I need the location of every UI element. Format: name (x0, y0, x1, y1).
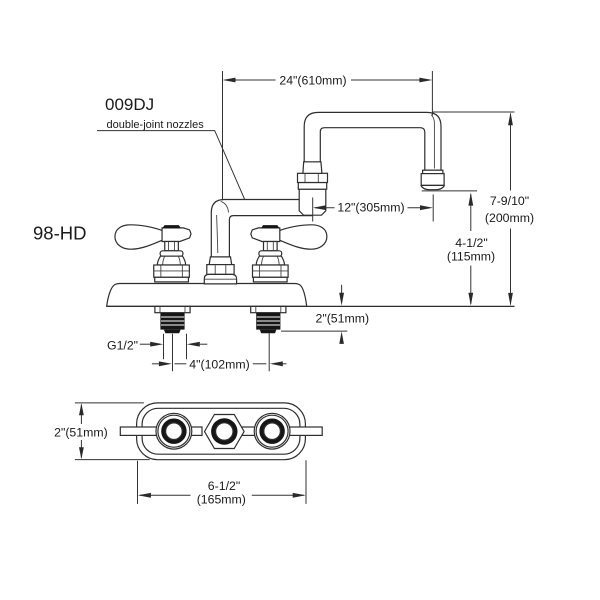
dim-base-width-label: 6-1/2" (208, 479, 240, 493)
dimensions: 24"(610mm) 009DJ double-joint nozzles 98… (33, 71, 534, 506)
bend-inner-line (430, 114, 435, 169)
dim-base-depth-label: 2"(51mm) (54, 426, 108, 440)
dim-base-width: 6-1/2" (165mm) (137, 460, 307, 506)
faucet-body (106, 282, 308, 307)
valve-boss-left (155, 412, 193, 450)
dim-outlet-clearance-label: 4-1/2" (455, 236, 487, 250)
dim-thread: G1/2" (107, 333, 208, 360)
dim-thread-label: G1/2" (107, 339, 138, 353)
dim-joint-reach: 12"(305mm) (312, 194, 434, 222)
dim-shank-length: 2"(51mm) (281, 284, 370, 344)
dim-spout-height: 7-9/10" (200mm) (432, 111, 534, 306)
center-boss (203, 413, 245, 450)
handle-right (250, 224, 328, 283)
dim-shank-length-label: 2"(51mm) (316, 312, 370, 326)
dim-outlet-clearance-mm-label: (115mm) (447, 249, 495, 263)
valve-boss-right (253, 412, 291, 450)
dim-outlet-clearance: 4-1/2" (115mm) (421, 190, 495, 306)
handle-left (114, 224, 192, 283)
nozzle-callout: 009DJ double-joint nozzles (97, 95, 246, 200)
dim-joint-reach-label: 12"(305mm) (337, 201, 404, 215)
nozzle-desc-label: double-joint nozzles (107, 119, 205, 131)
dim-spout-height-mm-label: (200mm) (485, 211, 534, 225)
nozzle-code-label: 009DJ (105, 95, 154, 114)
dim-base-width-mm-label: (165mm) (197, 492, 246, 506)
bottom-view (119, 402, 323, 461)
dim-spout-reach-label: 24"(610mm) (279, 73, 346, 87)
dim-base-depth: 2"(51mm) (54, 402, 150, 461)
leader-line (97, 130, 246, 200)
riser-contour-line (216, 214, 219, 254)
dim-spout-height-label: 7-9/10" (490, 194, 529, 208)
shank-right (250, 305, 287, 334)
outlet-nozzle (420, 169, 445, 191)
model-label: 98-HD (33, 223, 86, 244)
spout-base (203, 256, 238, 285)
dim-spout-reach: 24"(610mm) (222, 71, 433, 201)
front-view (106, 111, 515, 334)
dim-handle-centers-label: 4"(102mm) (189, 357, 249, 371)
dim-handle-centers: 4"(102mm) (151, 333, 287, 371)
spout-upper-tube (303, 111, 442, 171)
shank-left (154, 305, 191, 334)
bend-inner-line (220, 200, 229, 213)
